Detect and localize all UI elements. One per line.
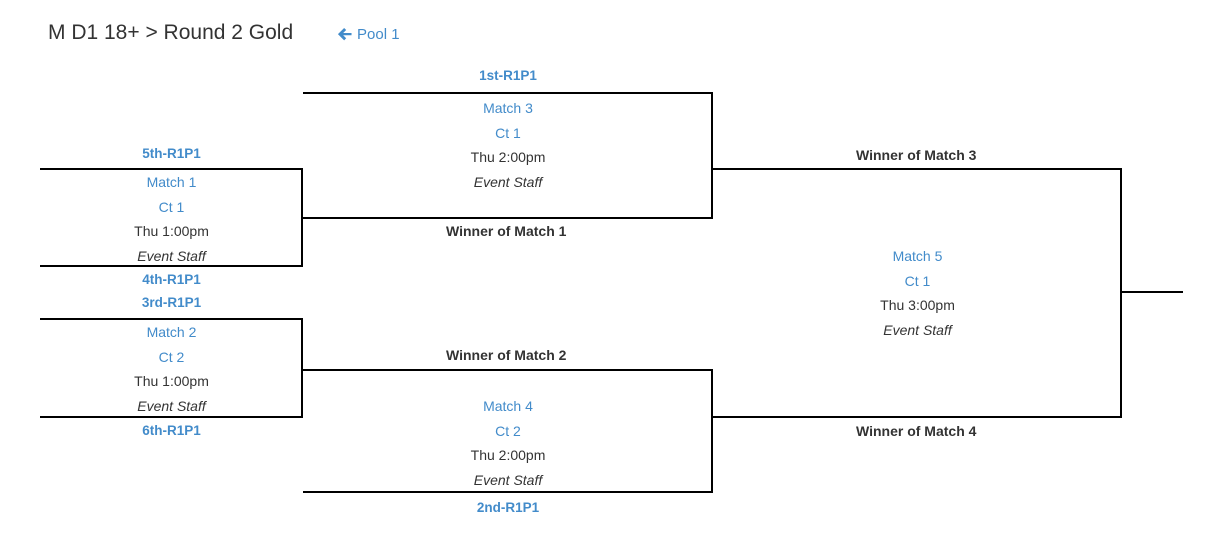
back-link-label: Pool 1 [357, 26, 400, 43]
match-3-box [303, 92, 713, 219]
winner-label: Winner of Match 4 [856, 423, 977, 439]
winner-label: Winner of Match 3 [856, 147, 977, 163]
match-5-time: Thu 3:00pm [880, 297, 955, 313]
seed-label[interactable]: 1st-R1P1 [479, 68, 537, 83]
final-winner-line [1122, 291, 1183, 293]
seed-label[interactable]: 3rd-R1P1 [141, 295, 202, 310]
match-1-info: Match 1 Ct 1 Thu 1:00pm Event Staff [40, 170, 303, 268]
match-2-official: Event Staff [137, 397, 206, 414]
winner-label: Winner of Match 2 [446, 347, 567, 363]
match-1-time: Thu 1:00pm [134, 223, 209, 239]
match-4-official: Event Staff [473, 471, 543, 488]
match-1-official: Event Staff [137, 247, 206, 264]
match-2-link[interactable]: Match 2 [146, 324, 197, 340]
match-4-link[interactable]: Match 4 [483, 398, 533, 414]
match-4-info: Match 4 Ct 2 Thu 2:00pm Event Staff [303, 394, 713, 492]
match-2-time: Thu 1:00pm [134, 373, 209, 389]
match-1-court-link[interactable]: Ct 1 [158, 198, 185, 215]
match-3-link[interactable]: Match 3 [483, 100, 533, 116]
match-5-info: Match 5 Ct 1 Thu 3:00pm Event Staff [713, 244, 1122, 342]
match-4-time: Thu 2:00pm [470, 447, 546, 463]
page-title: M D1 18+ > Round 2 Gold [48, 21, 294, 44]
seed-label[interactable]: 2nd-R1P1 [476, 500, 540, 515]
match-5-court-link[interactable]: Ct 1 [904, 272, 931, 289]
match-3-court-link[interactable]: Ct 1 [495, 124, 521, 141]
match-2-info: Match 2 Ct 2 Thu 1:00pm Event Staff [40, 320, 303, 418]
match-2-box [40, 318, 303, 418]
match-1-box [40, 168, 303, 267]
arrow-left-icon [337, 27, 352, 42]
seed-label[interactable]: 5th-R1P1 [142, 146, 201, 161]
match-4-box [303, 369, 713, 493]
match-3-time: Thu 2:00pm [470, 149, 546, 165]
match-1-link[interactable]: Match 1 [146, 174, 197, 190]
match-2-court-link[interactable]: Ct 2 [158, 348, 185, 365]
match-5-box [713, 168, 1122, 418]
back-to-pool-link[interactable]: Pool 1 [337, 26, 400, 43]
match-3-official: Event Staff [473, 173, 543, 190]
winner-label: Winner of Match 1 [446, 223, 567, 239]
seed-label[interactable]: 6th-R1P1 [142, 423, 201, 438]
match-4-court-link[interactable]: Ct 2 [495, 422, 521, 439]
match-5-official: Event Staff [883, 321, 952, 338]
match-3-info: Match 3 Ct 1 Thu 2:00pm Event Staff [303, 96, 713, 194]
seed-label[interactable]: 4th-R1P1 [142, 272, 201, 287]
match-5-link[interactable]: Match 5 [892, 248, 943, 264]
